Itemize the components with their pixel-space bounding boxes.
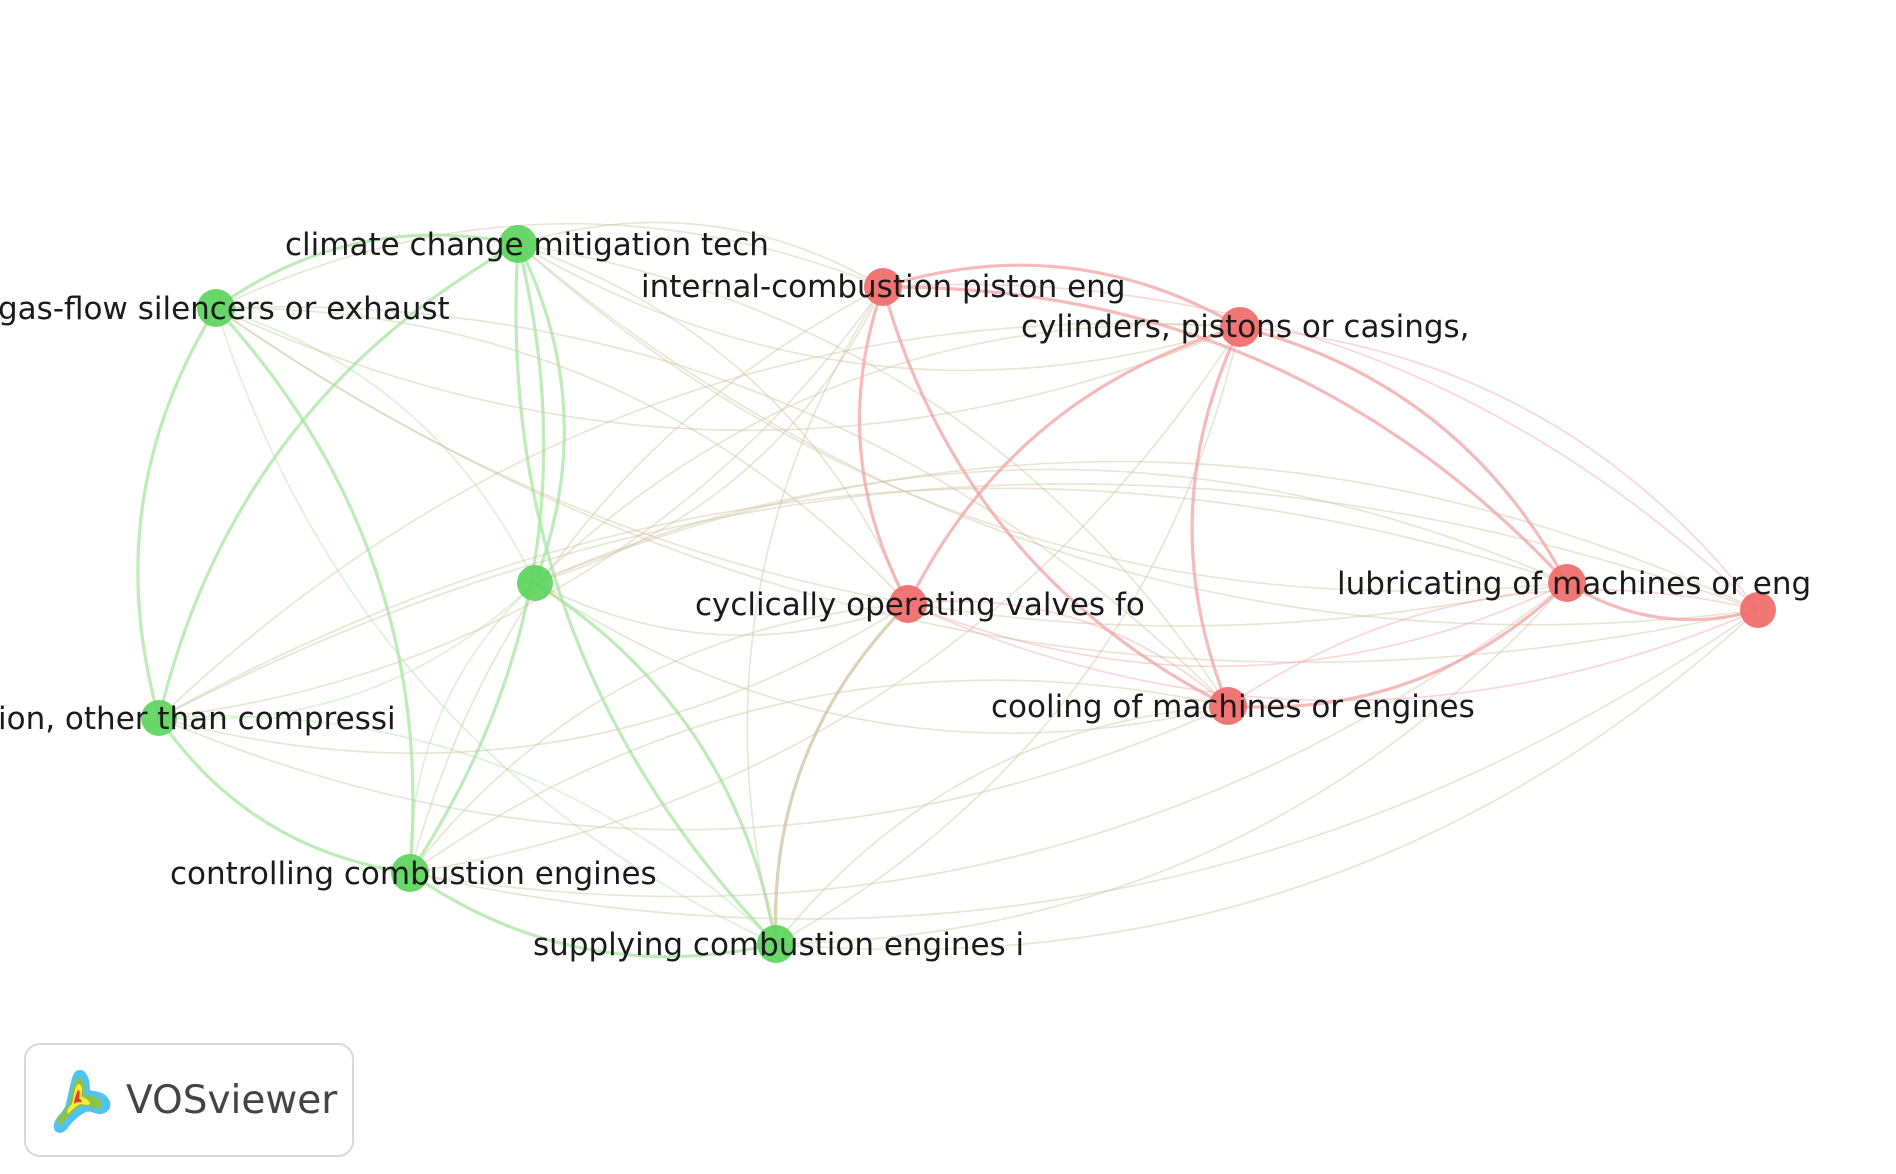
edge-center-cyclical <box>534 582 909 636</box>
edge-climate-other <box>157 242 519 719</box>
node-label-cyclical[interactable]: cyclically operating valves fo <box>695 587 1145 623</box>
edge-other-internal <box>158 286 884 719</box>
edge-climate-supplying <box>514 243 778 946</box>
node-label-gasflow[interactable]: gas-flow silencers or exhaust <box>0 291 450 327</box>
edge-controlling-lubricating <box>409 582 1568 898</box>
edge-climate-internal <box>517 221 884 288</box>
vosviewer-brand-text: VOSviewer <box>126 1077 338 1123</box>
edge-gasflow-center <box>215 307 536 584</box>
node-label-other[interactable]: ion, other than compressi <box>0 701 396 737</box>
node-internal[interactable] <box>864 268 902 306</box>
node-other[interactable] <box>141 700 177 736</box>
edge-climate-center <box>516 243 566 584</box>
node-cooling[interactable] <box>1209 687 1247 725</box>
edge-center-controlling <box>409 582 536 874</box>
edge-controlling-cylinders <box>409 326 1241 874</box>
network-edges <box>136 221 1759 959</box>
edge-controlling-internal <box>409 286 884 874</box>
node-label-climate[interactable]: climate change mitigation tech <box>285 227 769 263</box>
edge-lubricating-rightmost <box>1566 581 1759 622</box>
node-rightmost[interactable] <box>1740 592 1776 628</box>
edge-internal-rightmost <box>882 283 1759 611</box>
edge-other-cooling <box>158 705 1229 831</box>
edge-climate-rightmost <box>517 243 1759 626</box>
edge-controlling-supplying <box>409 871 777 959</box>
edge-supplying-internal <box>746 286 884 945</box>
edge-internal-cooling <box>881 286 1229 708</box>
edge-controlling-cyclical <box>409 603 909 874</box>
edge-gasflow-cyclical <box>215 307 909 605</box>
edge-supplying-cooling <box>775 705 1229 945</box>
node-label-cylinders[interactable]: cylinders, pistons or casings, <box>1021 309 1470 345</box>
edge-gasflow-rightmost <box>215 307 1759 663</box>
node-center[interactable] <box>517 565 553 601</box>
edge-gasflow-supplying <box>215 307 777 945</box>
edge-other-lubricating <box>158 487 1568 719</box>
edge-other-supplying <box>158 715 777 945</box>
node-label-cooling[interactable]: cooling of machines or engines <box>991 689 1475 725</box>
edge-gasflow-internal <box>215 223 884 309</box>
edge-cooling-rightmost <box>1227 589 1759 707</box>
edge-internal-lubricating <box>882 285 1569 585</box>
edge-supplying-cyclical <box>773 602 910 945</box>
edge-center-rightmost <box>534 460 1759 611</box>
edge-supplying-rightmost <box>775 609 1759 951</box>
node-cylinders[interactable] <box>1220 307 1260 347</box>
edge-controlling-rightmost <box>409 609 1759 920</box>
network-labels: climate change mitigation tech gas-flow s… <box>0 227 1811 963</box>
edge-other-rightmost <box>158 483 1759 719</box>
edge-gasflow-lubricating <box>215 307 1568 627</box>
edge-cylinders-cyclical <box>906 325 1241 605</box>
edge-center-cooling <box>534 582 1229 734</box>
edge-center-other <box>158 582 536 721</box>
edge-internal-cyclical <box>857 286 910 605</box>
edge-gasflow-controlling <box>214 306 415 874</box>
edge-cyclical-cooling <box>907 600 1229 707</box>
edge-center-cylinders <box>534 323 1241 584</box>
edge-climate-cyclical <box>517 243 909 605</box>
edge-gasflow-cylinders <box>215 307 1241 432</box>
node-label-lubricating[interactable]: lubricating of machines or eng <box>1337 566 1811 602</box>
edge-center-lubricating <box>534 468 1568 584</box>
node-label-supplying[interactable]: supplying combustion engines i <box>533 927 1024 963</box>
edge-cylinders-rightmost <box>1239 326 1759 611</box>
edge-supplying-lubricating <box>775 582 1568 945</box>
vosviewer-logo-icon <box>53 1070 111 1133</box>
edge-cyclical-lubricating <box>907 582 1568 668</box>
edge-cylinders-lubricating <box>1239 325 1569 584</box>
edge-other-cylinders <box>158 322 1241 719</box>
edge-climate-cylinders <box>517 243 1241 372</box>
edge-center-internal <box>534 286 884 584</box>
node-label-controlling[interactable]: controlling combustion engines <box>170 856 657 892</box>
edge-climate-gasflow <box>215 233 519 310</box>
edge-internal-cylinders <box>882 263 1241 329</box>
edge-center-supplying <box>534 581 778 945</box>
edge-gasflow-cooling <box>215 305 1229 707</box>
node-label-internal[interactable]: internal-combustion piston eng <box>641 269 1126 305</box>
edge-other-controlling <box>157 717 411 875</box>
edge-climate-controlling <box>408 243 546 874</box>
edge-supplying-cylinders <box>775 326 1241 945</box>
node-lubricating[interactable] <box>1548 564 1586 602</box>
node-supplying[interactable] <box>757 925 795 963</box>
edge-gasflow-other <box>136 307 218 719</box>
edge-controlling-cooling <box>409 679 1229 874</box>
edge-other-cyclical <box>158 603 909 754</box>
node-gasflow[interactable] <box>197 289 235 327</box>
node-cyclical[interactable] <box>889 585 927 623</box>
vosviewer-badge: VOSviewer <box>24 1043 354 1157</box>
network-nodes <box>141 225 1776 963</box>
node-climate[interactable] <box>499 225 537 263</box>
edge-cylinders-cooling <box>1190 326 1242 707</box>
edge-lubricating-cooling <box>1227 581 1569 709</box>
node-controlling[interactable] <box>391 854 429 892</box>
